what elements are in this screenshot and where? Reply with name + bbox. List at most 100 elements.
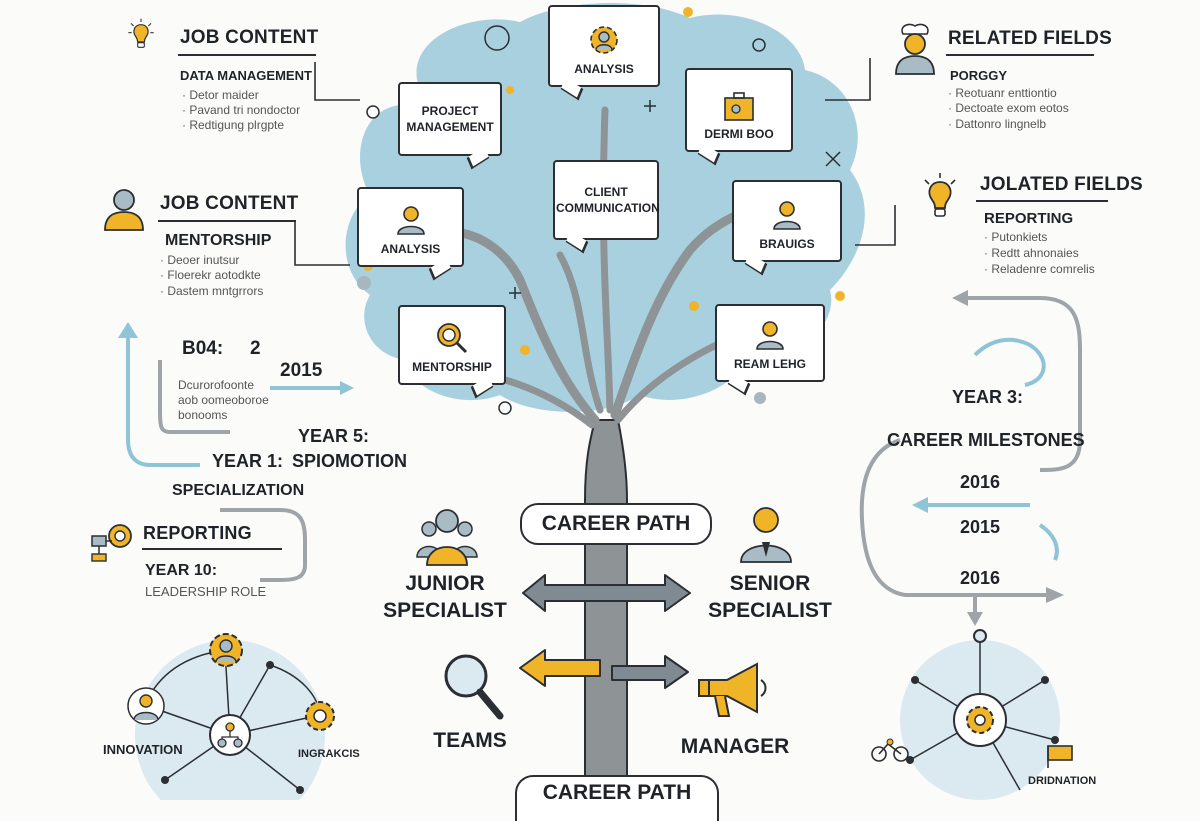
bubble-label: ANALYSIS: [574, 62, 634, 76]
right-top-rule: [946, 54, 1094, 56]
search-icon: [437, 323, 468, 354]
network-left-label-right: INGRAKCIS: [298, 748, 360, 760]
bubble-label: DERMI BOO: [704, 127, 774, 141]
gear-person-icon: [590, 26, 618, 54]
timeline-right-year3: YEAR 3:: [952, 387, 1024, 407]
left-mid-item-1: · Deoer inutsur: [160, 253, 240, 267]
org-chart-icon: [214, 719, 246, 756]
reporting-left-role: LEADERSHIP ROLE: [145, 584, 267, 599]
left-mid-item-3: · Dastem mntgrrors: [160, 284, 264, 298]
right-mid-title: JOLATED FIELDS: [980, 174, 1143, 195]
timeline-left-desc-2: aob oomeoboroe: [178, 393, 269, 407]
timeline-left-specialization: SPECIALIZATION: [172, 482, 305, 499]
right-mid-item-3: · Reladenre comrelis: [984, 262, 1095, 276]
left-top-item-2: · Pavand tri nondoctor: [182, 103, 301, 117]
magnifier-icon: [440, 650, 504, 725]
timeline-left-desc-3: bonooms: [178, 408, 228, 422]
bubble-label: REAM LEHG: [734, 357, 806, 371]
chef-person-icon: [893, 20, 937, 81]
person-icon: [773, 201, 801, 230]
connectors: [294, 58, 896, 266]
connector-left-mid: [294, 222, 350, 266]
bubble-analysis-left: ANALYSIS: [357, 187, 464, 267]
timeline-right-year-1: 2016: [960, 472, 1001, 492]
career-path-bottom-sign: CAREER PATH: [515, 775, 719, 821]
right-top-item-2: · Dectoate exom eotos: [948, 101, 1069, 115]
timeline-left-line1: B04:: [182, 338, 224, 359]
connector-right-mid: [855, 205, 896, 246]
bubble-label: PROJECT MANAGEMENT: [406, 104, 494, 134]
left-mid-subtitle: MENTORSHIP: [165, 232, 272, 249]
right-timeline-arrows: [859, 296, 1082, 615]
timeline-left-line1b: 2: [250, 338, 261, 359]
timeline-left-year1: YEAR 1:: [212, 451, 284, 471]
connector-left-top: [314, 62, 360, 101]
signpost-arrow-right: [611, 655, 689, 689]
gear-person-icon: [206, 630, 246, 675]
org-chart-icon: [90, 522, 136, 567]
left-top-title: JOB CONTENT: [180, 27, 319, 48]
bubble-label: ANALYSIS: [380, 242, 441, 256]
timeline-right-year-3: 2016: [960, 568, 1001, 588]
megaphone-icon: [697, 660, 769, 727]
network-right-label: DRIDNATION: [1028, 775, 1097, 787]
left-top-subtitle: DATA MANAGEMENT: [180, 68, 312, 83]
bubble-client-communication: CLIENT COMMUNICATION: [553, 160, 660, 240]
team-group-icon: [415, 505, 479, 572]
signpost-arrow-left: [519, 649, 601, 687]
network-left-label-left: INNOVATION: [103, 742, 183, 757]
right-mid-rule: [976, 200, 1108, 202]
timeline-right-year-2: 2015: [960, 517, 1001, 537]
left-top-item-3: · Redtigung plrgpte: [182, 118, 285, 132]
reporting-left-rule: [142, 548, 282, 550]
bubble-label: BRAUIGS: [759, 237, 815, 251]
person-icon: [102, 186, 146, 237]
career-path-sign: CAREER PATH: [520, 503, 712, 545]
bubble-analysis-top: ANALYSIS: [548, 5, 660, 87]
briefcase-icon: [724, 92, 754, 121]
bubble-mentorship: MENTORSHIP: [398, 305, 506, 385]
right-mid-item-2: · Redtt ahnonaies: [984, 246, 1079, 260]
right-top-subtitle: PORGGY: [950, 68, 1008, 83]
left-top-item-1: · Detor maider: [182, 88, 259, 102]
right-mid-item-1: · Putonkiets: [984, 230, 1048, 244]
signpost-arrows: [519, 574, 691, 689]
senior-specialist-label: SENIOR SPECIALIST: [708, 572, 832, 622]
bubble-dermi-boo: DERMI BOO: [685, 68, 793, 152]
reporting-left-year10: YEAR 10:: [145, 562, 218, 579]
reporting-left-title: REPORTING: [143, 523, 252, 543]
bubble-label: MENTORSHIP: [412, 360, 492, 374]
person-icon: [756, 321, 784, 350]
timeline-right-milestones: CAREER MILESTONES: [887, 430, 1085, 450]
decorative-dots: [357, 7, 845, 415]
bubble-label: CLIENT COMMUNICATION: [556, 185, 660, 215]
teams-label: TEAMS: [433, 729, 507, 752]
timeline-left-year-a: 2015: [280, 360, 323, 381]
left-mid-rule: [158, 220, 296, 222]
junior-specialist-label: JUNIOR SPECIALIST: [383, 572, 507, 622]
person-icon: [126, 686, 166, 731]
right-mid-subtitle: REPORTING: [984, 210, 1074, 227]
left-mid-title: JOB CONTENT: [160, 193, 299, 214]
flag-icon: [1042, 744, 1076, 773]
manager-label: MANAGER: [680, 735, 790, 758]
timeline-left-desc-1: Dcurorofoonte: [178, 378, 255, 392]
signpost-arrow-horizontal: [522, 574, 691, 612]
person-manager-icon: [735, 502, 797, 569]
bike-icon: [870, 738, 910, 769]
person-icon: [396, 206, 425, 235]
lightbulb-icon: [125, 18, 157, 55]
connector-right-top: [825, 58, 871, 101]
left-timeline-arrows: [126, 335, 345, 582]
bubble-project-management: PROJECT MANAGEMENT: [398, 82, 502, 156]
gear-icon: [962, 702, 998, 743]
right-top-item-1: · Reotuanr enttiontio: [948, 86, 1057, 100]
gear-icon: [302, 698, 338, 739]
bubble-ream-lehg: REAM LEHG: [715, 304, 825, 382]
left-mid-item-2: · Floerekr aotodkte: [160, 268, 261, 282]
timeline-left-promotion: SPIOMOTION: [292, 451, 408, 471]
right-top-item-3: · Dattonro lingnelb: [948, 117, 1047, 131]
decorative-marks: [509, 100, 841, 299]
timeline-left-year5: YEAR 5:: [298, 426, 370, 446]
bubble-brauigs: BRAUIGS: [732, 180, 842, 262]
